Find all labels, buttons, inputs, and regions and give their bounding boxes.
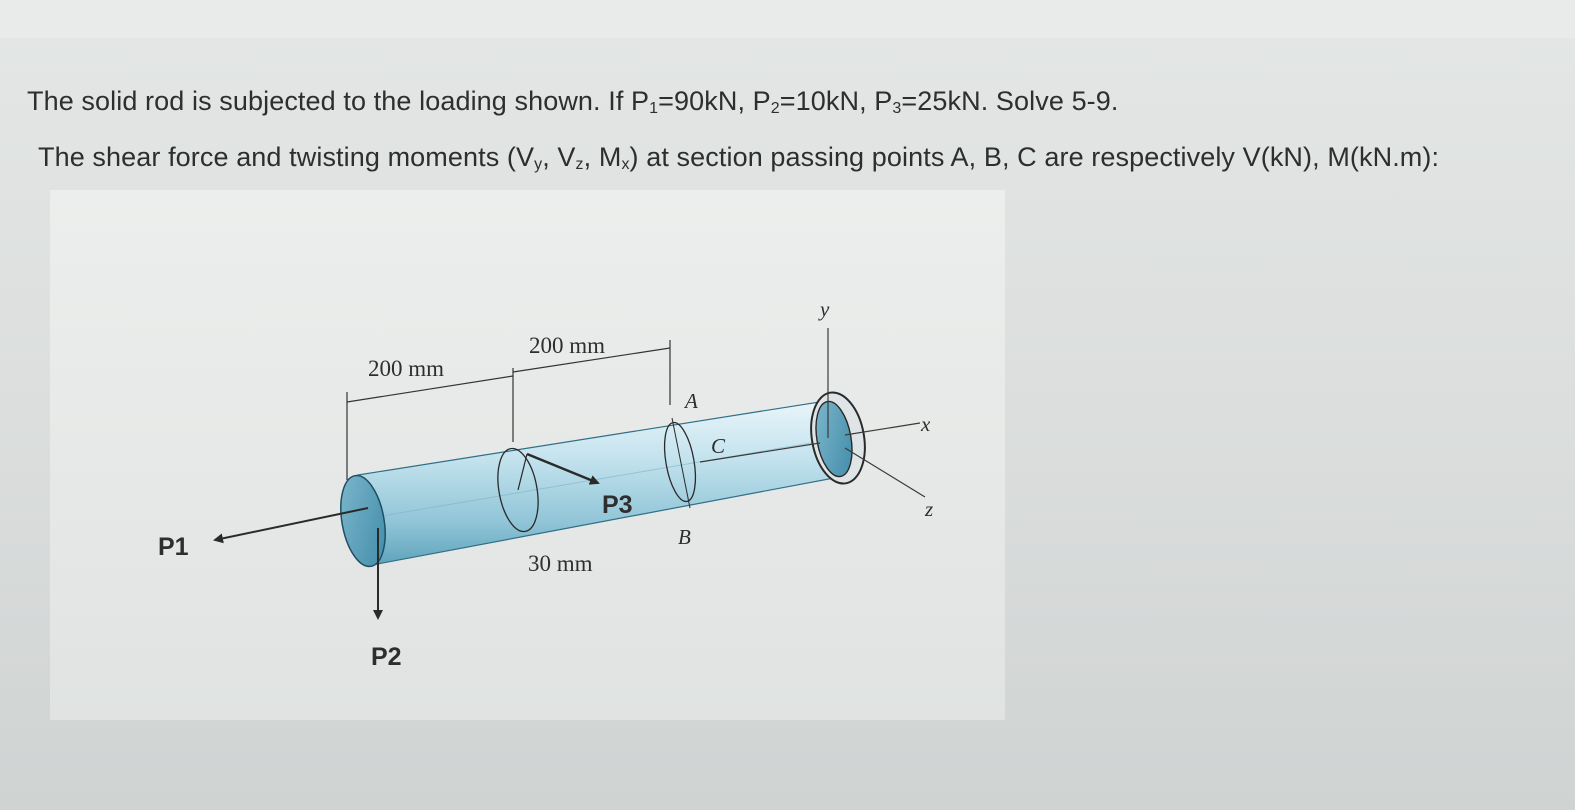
- problem-text-1: The solid rod is subjected to the loadin…: [27, 86, 650, 116]
- p2-subscript: 2: [770, 100, 780, 117]
- vz-subscript: z: [575, 156, 584, 173]
- axes: [699, 328, 926, 498]
- prompt-text-3: , M: [583, 142, 622, 172]
- p2-label: P2: [371, 643, 402, 671]
- section-ab-axis: [671, 417, 691, 509]
- p1-label: P1: [158, 533, 189, 561]
- prompt-text-4: ) at section passing points A, B, C are …: [629, 142, 1440, 172]
- p3-subscript: 3: [892, 100, 902, 117]
- point-b-label: B: [678, 525, 691, 549]
- dim-left-label: 200 mm: [368, 356, 444, 381]
- point-c-label: C: [711, 434, 726, 458]
- axis-y-label: y: [818, 297, 830, 321]
- dimension-lines: [346, 340, 671, 480]
- section-p3: [497, 447, 539, 533]
- figure-card: 200 mm 200 mm 30 mm P1 P2 P3 A B C x y z: [50, 190, 1005, 720]
- problem-text-2: =90kN, P: [658, 86, 771, 116]
- top-strip: [0, 0, 1575, 38]
- dim-right-label: 200 mm: [529, 333, 605, 358]
- problem-statement: The solid rod is subjected to the loadin…: [27, 86, 1119, 118]
- rod: [357, 399, 851, 566]
- question-prompt: The shear force and twisting moments (Vy…: [38, 142, 1439, 174]
- problem-text-4: =25kN. Solve 5-9.: [901, 86, 1119, 116]
- p1-subscript: 1: [649, 100, 659, 117]
- axis-z-label: z: [924, 497, 933, 521]
- bearing-support: [810, 391, 866, 485]
- problem-text-3: =10kN, P: [779, 86, 893, 116]
- p3-label: P3: [602, 491, 633, 519]
- p1-arrow: [213, 507, 369, 544]
- dim-radius-label: 30 mm: [528, 551, 593, 576]
- prompt-text-1: The shear force and twisting moments (V: [38, 142, 535, 172]
- axis-x-label: x: [920, 412, 931, 436]
- mx-subscript: x: [621, 156, 630, 173]
- p3-arrow: [526, 452, 600, 485]
- rod-diagram: 200 mm 200 mm 30 mm P1 P2 P3 A B C x y z: [158, 297, 933, 671]
- prompt-text-2: , V: [542, 142, 576, 172]
- rod-left-end: [340, 474, 386, 568]
- point-a-label: A: [683, 389, 698, 413]
- vy-subscript: y: [534, 156, 543, 173]
- p3-radius-line: [517, 453, 528, 491]
